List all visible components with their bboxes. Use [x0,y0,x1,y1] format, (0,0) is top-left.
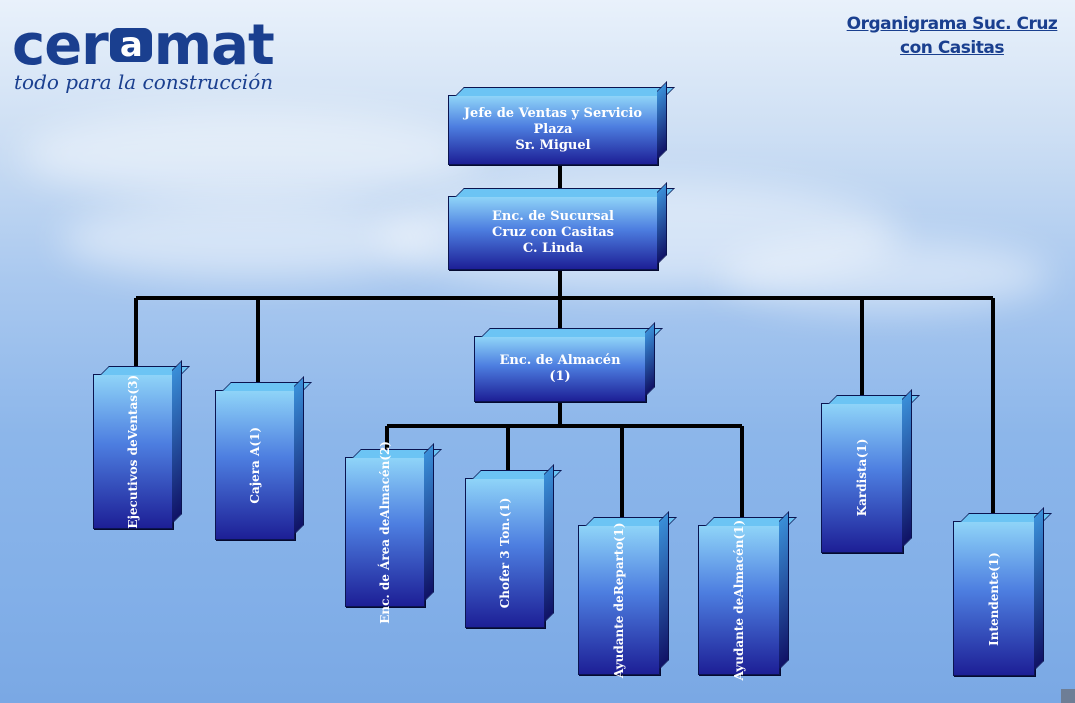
node-kardista: Kardista(1) [821,403,903,553]
node-intendente: Intendente(1) [953,521,1035,676]
node-enc-almacen: Enc. de Almacén(1) [474,336,646,402]
logo-tagline: todo para la construcción [14,70,274,94]
corner-mark [1061,689,1075,703]
node-chofer-text: Chofer 3 Ton.(1) [498,497,512,609]
node-intendente-text: Intendente(1) [987,551,1001,646]
logo-a-mark: a [109,28,152,62]
node-cajera-text: Cajera A(1) [248,426,262,504]
node-kardista-text: Kardista(1) [855,439,869,517]
page-title: Organigrama Suc. Cruz con Casitas [846,14,1058,58]
node-almacen-text: Enc. de Almacén(1) [499,353,621,384]
node-chofer: Chofer 3 Ton.(1) [465,478,545,628]
node-cajera: Cajera A(1) [215,390,295,540]
